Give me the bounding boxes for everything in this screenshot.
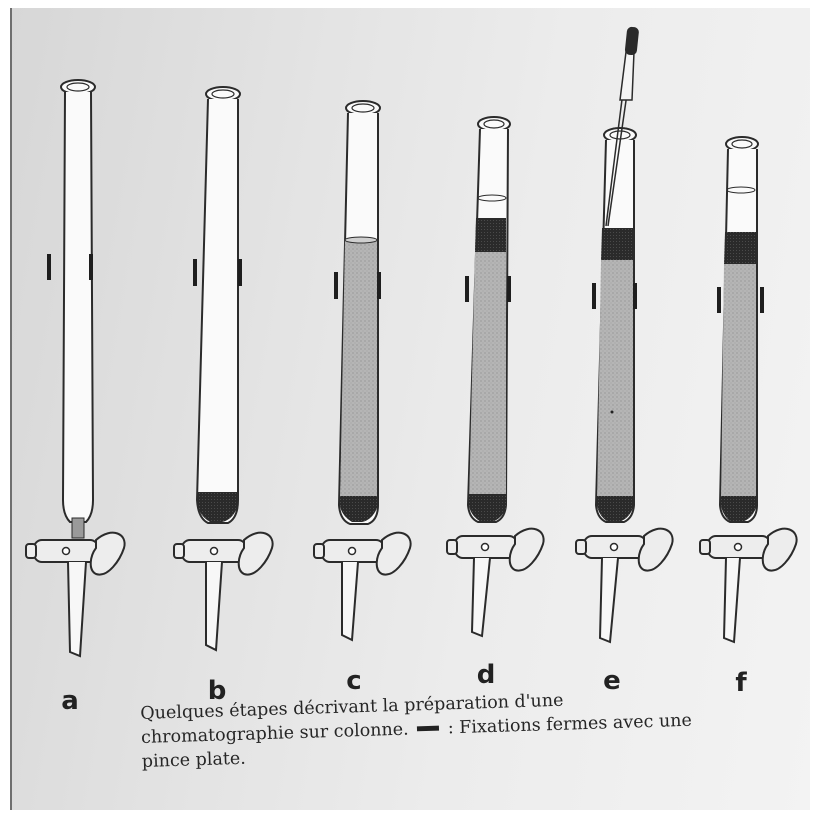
column-b [174, 87, 273, 650]
clamp-mark [377, 272, 381, 299]
clamp-legend-symbol [417, 725, 439, 731]
sample-band [724, 232, 756, 264]
silica-bed [721, 264, 756, 505]
pipette-bulb [624, 26, 639, 55]
clamp-mark [717, 287, 721, 313]
clamp-mark [334, 272, 338, 299]
silica-bed [597, 260, 633, 505]
column-label-c: c [346, 666, 361, 696]
column-label-a: a [61, 686, 79, 716]
clamp-mark [507, 276, 511, 302]
silica-bed [469, 252, 506, 505]
stopcock [576, 529, 673, 571]
column-d [447, 117, 544, 636]
column-label-d: d [477, 660, 496, 690]
column-e [576, 26, 673, 642]
silica-bed [340, 240, 377, 505]
column-a [26, 80, 125, 656]
stopcock [700, 529, 797, 571]
clamp-mark [592, 283, 596, 309]
clamp-mark [465, 276, 469, 302]
sample-band [475, 218, 506, 252]
stopcock [314, 533, 411, 575]
clamp-mark [89, 254, 93, 280]
clamp-mark [193, 259, 197, 286]
column-label-f: f [735, 668, 746, 698]
clamp-mark [633, 283, 637, 309]
stopcock [174, 533, 273, 575]
column-c [314, 101, 411, 640]
clamp-mark [238, 259, 242, 286]
column-f [700, 137, 797, 642]
clamp-mark [760, 287, 764, 313]
stopcock [447, 529, 544, 571]
clamp-mark [47, 254, 51, 280]
sample-band [601, 228, 633, 260]
